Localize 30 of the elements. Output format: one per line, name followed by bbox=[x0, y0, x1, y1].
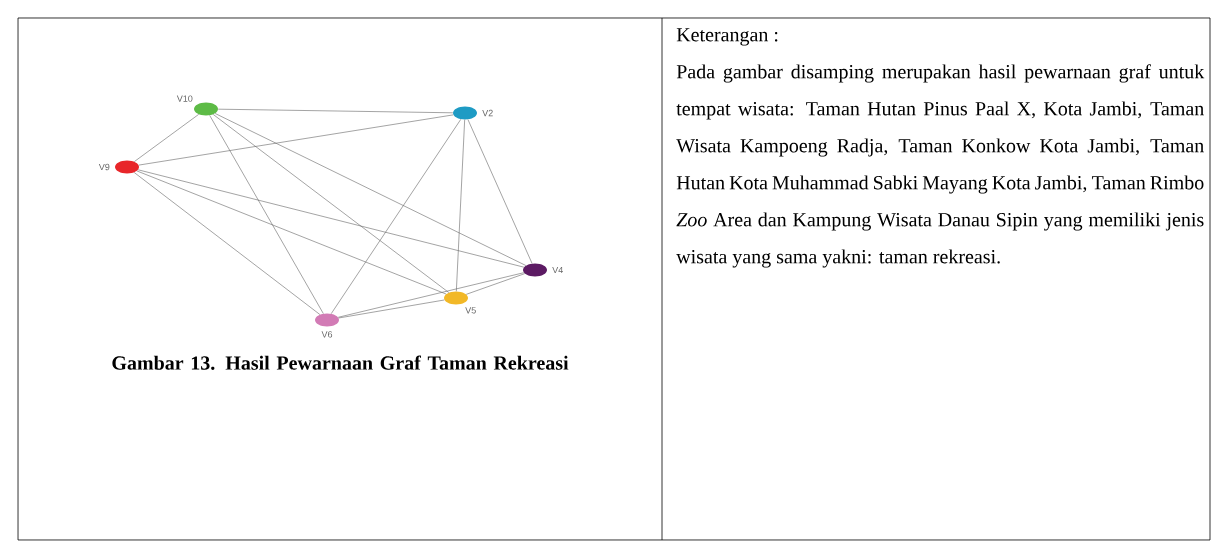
graph-edge bbox=[337, 272, 525, 318]
graph-vertex bbox=[444, 291, 468, 305]
graph-vertex bbox=[194, 102, 218, 116]
graph-edge bbox=[467, 119, 533, 264]
vertex-label: V4 bbox=[552, 266, 563, 274]
graph-vertex bbox=[453, 106, 477, 120]
graph-edge bbox=[214, 113, 527, 266]
heading: Keterangan : bbox=[676, 28, 778, 46]
description-paragraph: Pada gambar disamping merupakan hasil pewarnaan graf untuk tempat wisata: Taman Hutan Pinus Paal X, Kota Jambi, Taman Wisata Kampoeng Radja, Taman Konkow Kota Jambi, Taman Hutan Kota Muhammad Sabki Mayang Kota Jambi, Taman Rimbo Zoo Area dan Kampung Wisata Danau Sipin yang memiliki jenis wisata yang sama yakni: taman rekreasi. bbox=[676, 64, 1205, 268]
graph-edge bbox=[217, 108, 454, 114]
vertex-label: V2 bbox=[482, 109, 493, 117]
graph-vertex bbox=[523, 263, 547, 277]
graph-edge bbox=[209, 115, 324, 314]
vertex-label: V10 bbox=[176, 95, 193, 102]
graph-edge bbox=[456, 119, 465, 292]
graph-vertex bbox=[115, 160, 139, 174]
vertex-label: V6 bbox=[321, 331, 333, 338]
graph-edge bbox=[137, 169, 525, 268]
graph-edge bbox=[212, 114, 450, 293]
graph-edge bbox=[465, 273, 526, 295]
graph-edge bbox=[136, 170, 447, 295]
graph-edge bbox=[134, 114, 199, 162]
vertex-label: V5 bbox=[465, 307, 476, 314]
graph-edge bbox=[338, 299, 445, 319]
graph-edge bbox=[133, 172, 321, 315]
graph-edge bbox=[330, 119, 462, 314]
figure-caption: Gambar 13. Hasil Pewarnaan Graf Taman Rekreasi bbox=[112, 355, 569, 370]
graph-vertex bbox=[315, 313, 339, 327]
graph-edge bbox=[138, 114, 454, 166]
vertex-label: V9 bbox=[98, 163, 110, 171]
